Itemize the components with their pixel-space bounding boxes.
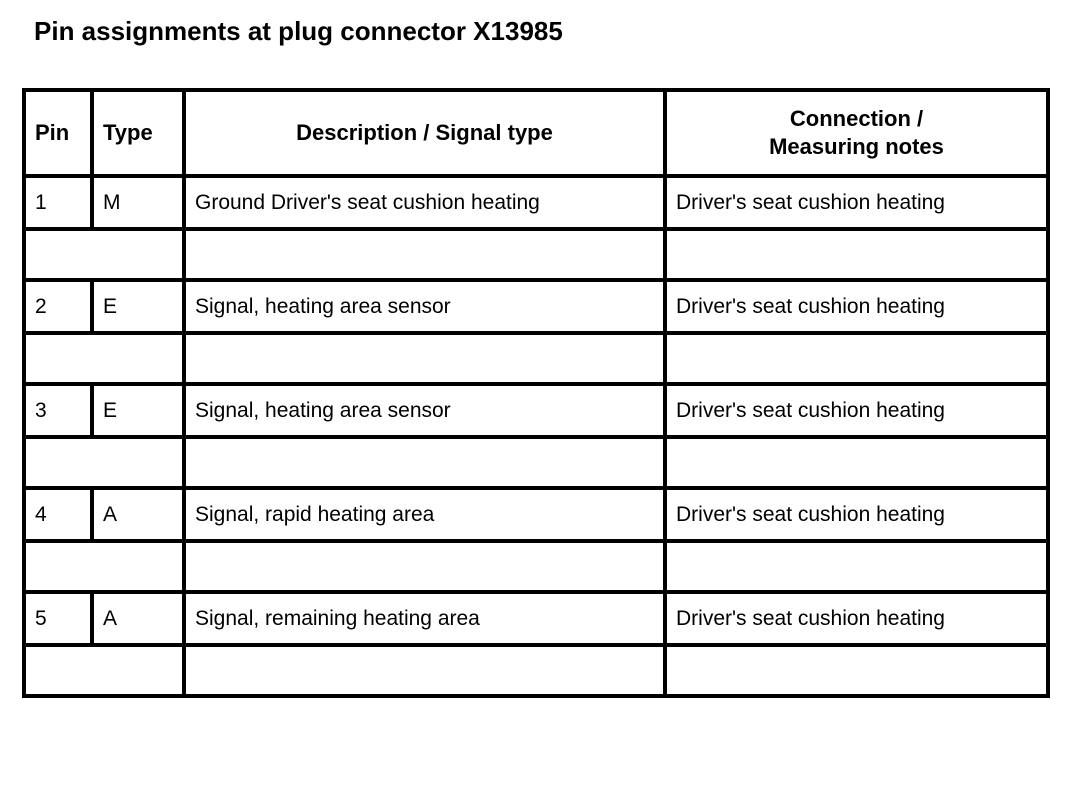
spacer-cell-pin-type <box>22 643 186 698</box>
pin-assignment-table-container: Pin Type Description / Signal type Conne… <box>22 88 1050 698</box>
table-row: 1 M Ground Driver's seat cushion heating… <box>22 174 1050 231</box>
table-row: 2 E Signal, heating area sensor Driver's… <box>22 278 1050 335</box>
table-row: 5 A Signal, remaining heating area Drive… <box>22 590 1050 647</box>
table-spacer-row <box>22 331 1050 386</box>
table-spacer-row <box>22 227 1050 282</box>
cell-description: Signal, rapid heating area <box>182 486 667 543</box>
spacer-cell-description <box>182 227 667 282</box>
table-row: 3 E Signal, heating area sensor Driver's… <box>22 382 1050 439</box>
spacer-cell-description <box>182 435 667 490</box>
table-spacer-row <box>22 435 1050 490</box>
column-header-connection-line1: Connection / <box>789 105 924 131</box>
column-header-description: Description / Signal type <box>182 88 667 178</box>
cell-pin: 4 <box>22 486 94 543</box>
cell-pin: 5 <box>22 590 94 647</box>
cell-connection: Driver's seat cushion heating <box>663 486 1050 543</box>
cell-description: Signal, heating area sensor <box>182 382 667 439</box>
table-row: 4 A Signal, rapid heating area Driver's … <box>22 486 1050 543</box>
cell-type: M <box>90 174 186 231</box>
cell-description: Ground Driver's seat cushion heating <box>182 174 667 231</box>
table-header-row: Pin Type Description / Signal type Conne… <box>22 88 1050 178</box>
spacer-cell-connection <box>663 539 1050 594</box>
cell-description: Signal, remaining heating area <box>182 590 667 647</box>
spacer-cell-connection <box>663 643 1050 698</box>
cell-type: E <box>90 278 186 335</box>
column-header-connection-line2: Measuring notes <box>769 134 944 159</box>
spacer-cell-description <box>182 539 667 594</box>
spacer-cell-connection <box>663 435 1050 490</box>
cell-pin: 3 <box>22 382 94 439</box>
spacer-cell-description <box>182 331 667 386</box>
cell-pin: 1 <box>22 174 94 231</box>
spacer-cell-pin-type <box>22 227 186 282</box>
cell-type: E <box>90 382 186 439</box>
spacer-cell-connection <box>663 227 1050 282</box>
cell-pin: 2 <box>22 278 94 335</box>
table-spacer-row <box>22 539 1050 594</box>
column-header-connection: Connection / Measuring notes <box>663 88 1050 178</box>
column-header-pin: Pin <box>22 88 94 178</box>
cell-connection: Driver's seat cushion heating <box>663 590 1050 647</box>
cell-connection: Driver's seat cushion heating <box>663 382 1050 439</box>
spacer-cell-pin-type <box>22 539 186 594</box>
pin-assignment-table: Pin Type Description / Signal type Conne… <box>22 88 1050 698</box>
cell-connection: Driver's seat cushion heating <box>663 278 1050 335</box>
page-title: Pin assignments at plug connector X13985 <box>34 16 563 46</box>
cell-type: A <box>90 486 186 543</box>
cell-description: Signal, heating area sensor <box>182 278 667 335</box>
column-header-type: Type <box>90 88 186 178</box>
spacer-cell-pin-type <box>22 331 186 386</box>
cell-type: A <box>90 590 186 647</box>
spacer-cell-pin-type <box>22 435 186 490</box>
table-spacer-row <box>22 643 1050 698</box>
spacer-cell-description <box>182 643 667 698</box>
spacer-cell-connection <box>663 331 1050 386</box>
cell-connection: Driver's seat cushion heating <box>663 174 1050 231</box>
